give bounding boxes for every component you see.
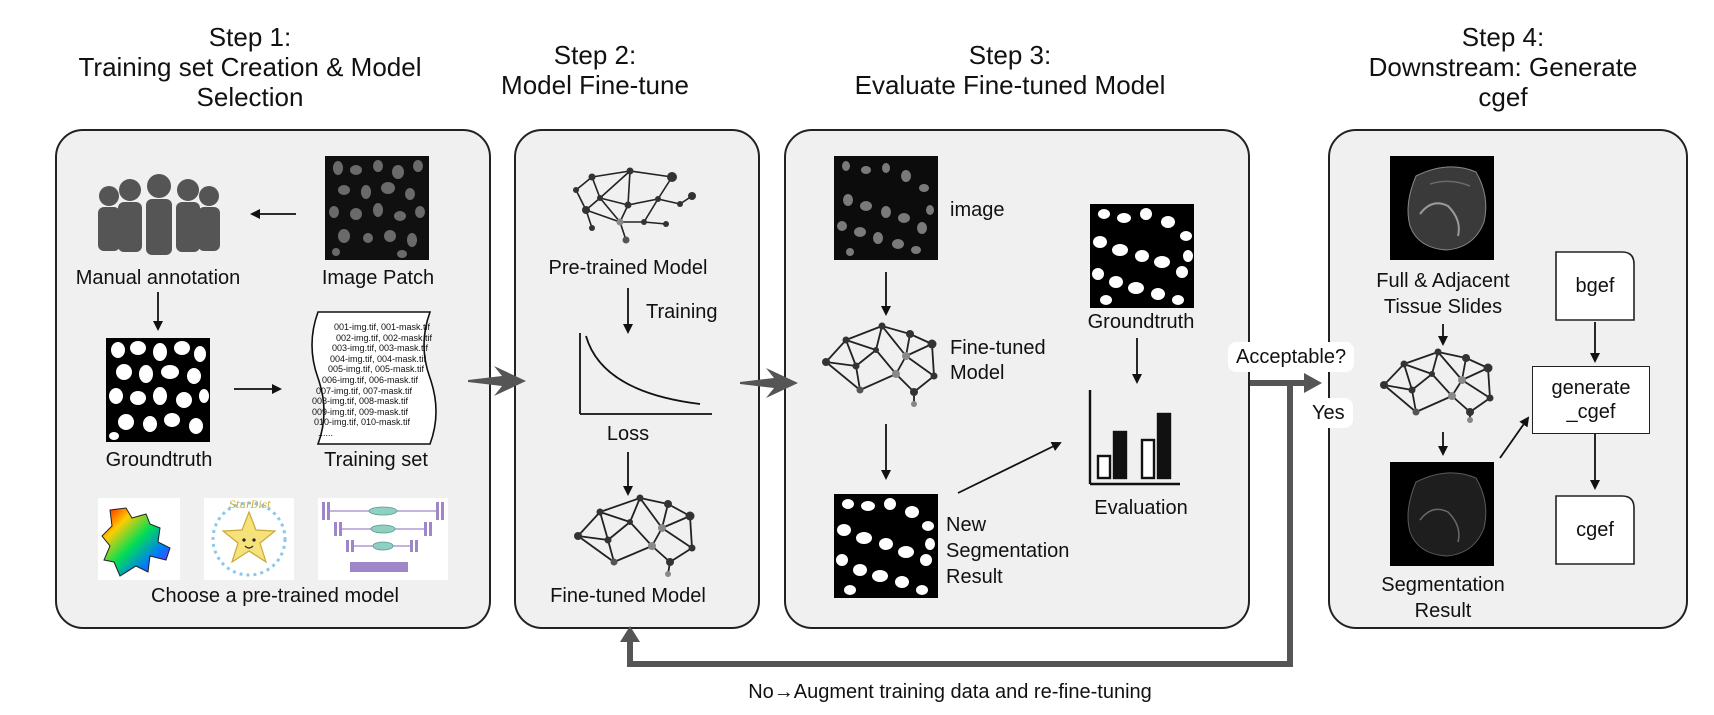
training-file-entry: 006-img.tif, 006-mask.tif [322,375,419,385]
training-file-entry: 010-img.tif, 010-mask.tif [314,417,411,428]
step3-finetuned-model-label: Fine-tuned Model [950,336,1046,386]
step4-title: Step 4: Downstream: Generate cgef [1318,22,1688,112]
arrow-step1-to-step2 [468,366,526,396]
step3-title-line1: Step 3: [968,40,1052,70]
evaluation-barchart-icon [1088,390,1180,486]
training-file-entry: 008-img.tif, 008-mask.tif [312,396,409,407]
training-label: Training [646,301,718,323]
generate-cgef-line2: _cgef [1566,401,1616,423]
full-slides-line2: Tissue Slides [1383,296,1503,318]
bgef-box-label: bgef [1575,274,1615,297]
step3-groundtruth-label: Groundtruth [1087,311,1195,333]
choose-pretrained-model-label: Choose a pre-trained model [151,585,399,607]
pretrained-model-label: Pre-trained Model [548,257,708,279]
no-loop-label: No→Augment training data and re-fine-tun… [748,681,1152,703]
training-file-entry: 004-img.tif, 004-mask.tif [330,353,427,364]
training-set-label: Training set [324,449,428,471]
training-file-entry: 005-img.tif, 005-mask.tif [328,364,425,375]
cgef-box-label: cgef [1576,518,1614,541]
bgef-document-shape [1555,251,1635,321]
evaluation-label: Evaluation [1094,497,1188,519]
finetuned-model-label: Fine-tuned Model [550,585,706,607]
training-file-entry: 007-img.tif, 007-mask.tif [316,385,413,396]
tissue-slide-image-icon [1390,156,1494,260]
stardist-logo-text: StarDist [229,500,271,511]
training-file-entry: 003-img.tif, 003-mask.tif [332,343,429,354]
training-file-entry: 001-img.tif, 001-mask.tif [334,322,431,332]
arrow-step2-to-step3 [740,368,798,398]
seg-result-line1: Segmentation [1381,574,1505,596]
image-label: image [950,199,1005,221]
step1-title-line1: Step 1: [208,22,292,52]
training-set-document-icon [311,311,437,445]
step4-title-line1: Step 4: [1461,22,1545,52]
training-file-entry: ...... [318,428,334,438]
people-icon [98,174,220,255]
new-seg-line2: Segmentation [946,540,1070,562]
new-segmentation-mask-icon [834,494,938,598]
finetuned-model-line1: Fine-tuned [950,337,1046,359]
step3-title-line2: Evaluate Fine-tuned Model [854,70,1166,100]
finetuned-model-line2: Model [950,362,1005,384]
segmentation-result-image-icon [1390,462,1494,566]
step3-network-nodes [822,322,938,407]
groundtruth-label: Groundtruth [105,449,213,471]
step1-title-line3: Selection [196,82,304,112]
loss-label: Loss [606,423,650,445]
step1-title-line2: Training set Creation & Model [78,52,422,82]
step1-title: Step 1: Training set Creation & Model Se… [50,22,450,112]
cgef-document-shape [1555,495,1635,565]
generate-cgef-line1: generate [1551,377,1631,399]
manual-annotation-label: Manual annotation [75,267,241,289]
step4-segmentation-result-label: Segmentation Result [1360,572,1526,624]
step3-image-icon [834,156,938,260]
stardist-model-icon [204,498,294,580]
groundtruth-mask-icon [106,338,210,442]
full-slides-line1: Full & Adjacent [1376,270,1510,292]
step2-panel [514,129,760,629]
image-patch-icon [325,156,429,260]
generate-cgef-box: generate _cgef [1532,366,1650,434]
cellpose-model-icon [98,498,180,580]
step4-title-line3: cgef [1478,82,1528,112]
step4-title-line2: Downstream: Generate [1368,52,1638,82]
pretrained-network-nodes [573,167,696,244]
new-segmentation-result-label: New Segmentation Result [946,512,1069,590]
step4-network-icon [1383,351,1491,420]
finetuned-network-icon [577,497,693,575]
yes-label: Yes [1304,398,1353,428]
step2-title-line2: Model Fine-tune [501,70,689,100]
finetuned-network-nodes [574,494,696,577]
new-seg-line1: New [946,514,987,536]
unet-model-icon [318,498,448,580]
loss-curve-icon [579,333,712,415]
training-file-entry: 009-img.tif, 009-mask.tif [312,406,409,417]
step2-title: Step 2: Model Fine-tune [480,40,710,100]
step2-title-line1: Step 2: [553,40,637,70]
acceptable-question-label: Acceptable? [1228,342,1355,372]
step3-title: Step 3: Evaluate Fine-tuned Model [780,40,1240,100]
seg-result-line2: Result [1414,600,1472,622]
training-file-entry: 002-img.tif, 002-mask.tif [336,332,433,343]
new-seg-line3: Result [946,566,1003,588]
step3-groundtruth-mask-icon [1090,204,1194,308]
image-patch-label: Image Patch [321,267,435,289]
step4-network-nodes [1380,348,1494,423]
arrow-no-loop [627,383,1293,667]
full-adjacent-slides-label: Full & Adjacent Tissue Slides [1360,268,1526,320]
